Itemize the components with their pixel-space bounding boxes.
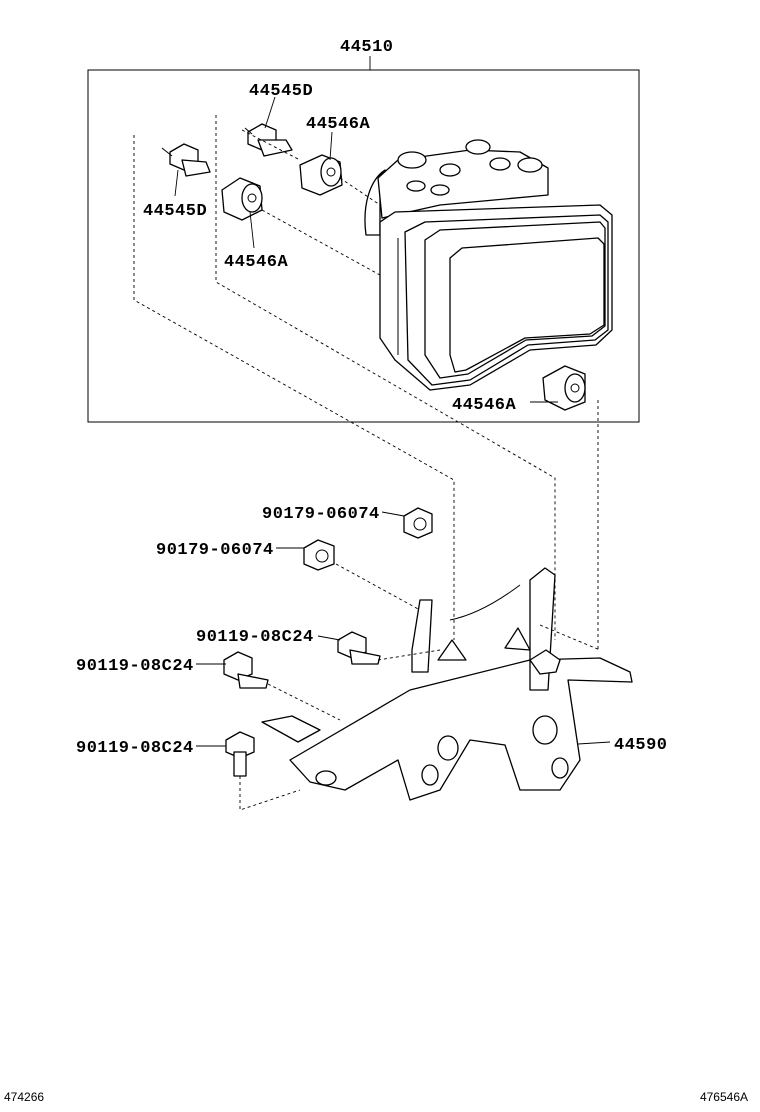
nut-upper[interactable] [403,507,433,539]
mounting-bracket[interactable] [261,567,633,801]
bolt-middle[interactable] [337,631,381,665]
nut-lower[interactable] [303,539,335,571]
cushion-left[interactable] [221,177,263,221]
label-44510[interactable]: 44510 [340,38,394,57]
abs-actuator-unit[interactable] [364,139,613,391]
leader-lines [174,96,611,747]
label-90179-06074-lower[interactable]: 90179-06074 [156,541,274,560]
label-44546a-upper[interactable]: 44546A [306,115,371,134]
label-44590[interactable]: 44590 [614,736,668,755]
assembly-frame [87,69,640,423]
bolt-bottom[interactable] [225,731,255,777]
collar-bolt-upper[interactable] [244,123,293,157]
cushion-lower[interactable] [542,365,586,411]
footer-right-code: 476546A [699,1090,748,1104]
label-44545d-upper[interactable]: 44545D [249,82,313,101]
collar-bolt-left[interactable] [161,143,211,177]
label-44546a-left[interactable]: 44546A [224,253,289,272]
footer-left-code: 474266 [4,1090,45,1104]
label-90119-08c24-middle[interactable]: 90119-08C24 [196,628,314,647]
label-44546a-lower[interactable]: 44546A [452,396,517,415]
cushion-upper[interactable] [299,154,343,196]
assembly-guide-lines [133,115,601,811]
bolt-left[interactable] [223,651,269,689]
label-44545d-left[interactable]: 44545D [143,202,207,221]
label-90119-08c24-left[interactable]: 90119-08C24 [76,657,194,676]
label-90119-08c24-bottom[interactable]: 90119-08C24 [76,739,194,758]
label-90179-06074-upper[interactable]: 90179-06074 [262,505,380,524]
